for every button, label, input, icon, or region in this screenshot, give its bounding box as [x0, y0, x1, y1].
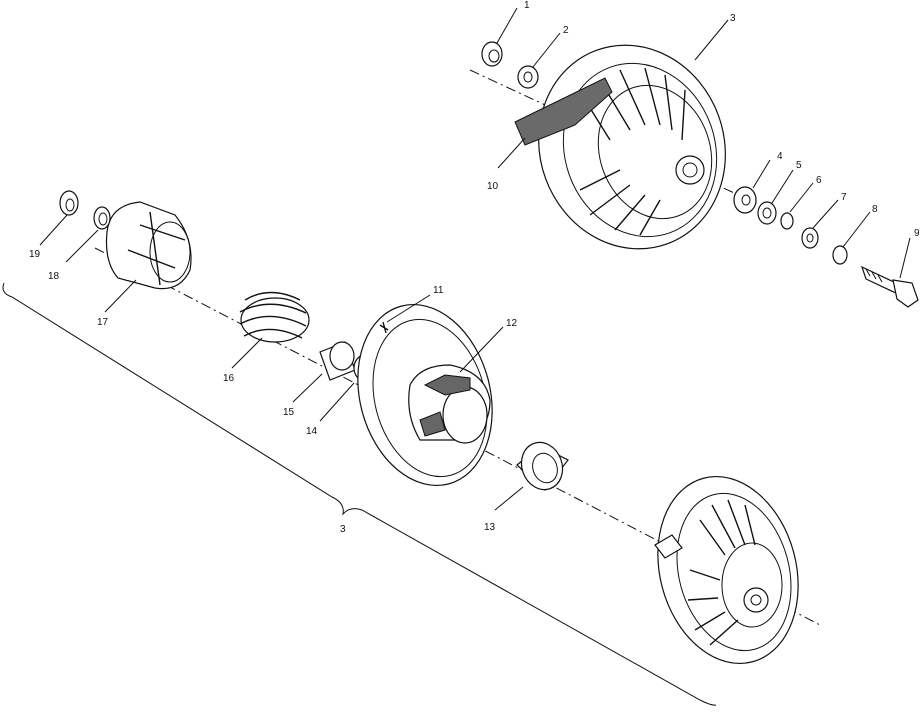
callout-15: 15 [283, 407, 295, 418]
stationary-sheave-part [357, 303, 493, 487]
callout-9: 9 [914, 228, 920, 239]
helix-cam-part [105, 201, 192, 290]
callout-7: 7 [841, 192, 847, 203]
leader-lines [39, 7, 911, 511]
washer-stack-parts-4-8 [733, 186, 848, 265]
bolt-part [860, 265, 919, 308]
callout-6: 6 [816, 175, 822, 186]
callout-16: 16 [223, 373, 235, 384]
callout-19: 19 [29, 249, 41, 260]
ring-parts-18-19 [59, 190, 111, 230]
callout-1: 1 [524, 0, 530, 11]
callout-10: 10 [487, 181, 499, 192]
callout-17: 17 [97, 317, 109, 328]
callout-8: 8 [872, 204, 878, 215]
spring-part [239, 291, 310, 343]
assembly-brace [2, 282, 717, 706]
washer-parts-1-2 [481, 41, 539, 89]
callout-12: 12 [506, 318, 518, 329]
callout-14: 14 [306, 426, 318, 437]
assembly-callout: 3 [340, 524, 346, 535]
callout-4: 4 [777, 151, 783, 162]
fixed-sheave-part [654, 475, 799, 665]
callout-11: 11 [433, 285, 444, 296]
callout-18: 18 [48, 271, 60, 282]
callout-13: 13 [484, 522, 496, 533]
bearing-part [516, 441, 569, 491]
moveable-sheave-part [514, 44, 726, 250]
callout-5: 5 [796, 160, 802, 171]
callout-2: 2 [563, 25, 569, 36]
callout-3: 3 [730, 13, 736, 24]
